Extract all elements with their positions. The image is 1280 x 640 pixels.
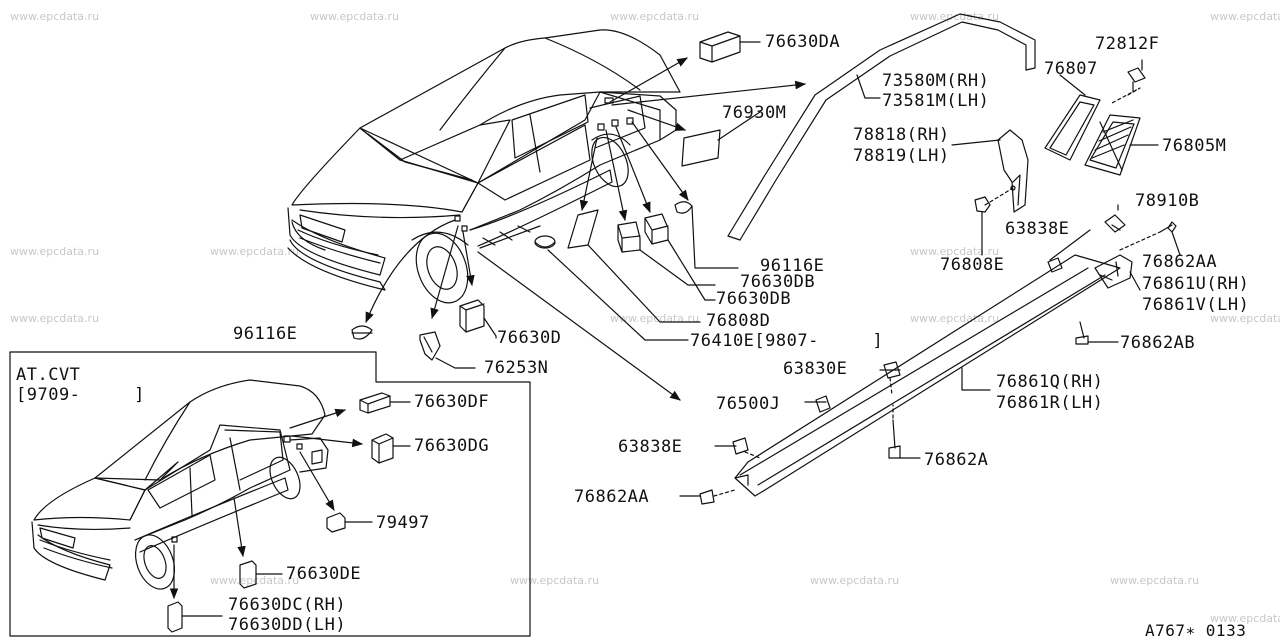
label-76861Q: 76861Q(RH)	[996, 372, 1104, 392]
label-76630D: 76630D	[497, 328, 562, 348]
roof-molding-73580M	[727, 13, 1036, 241]
watermark: www.epcdata.ru	[10, 312, 100, 325]
leader-lines	[351, 41, 1181, 497]
label-76630DE: 76630DE	[286, 564, 362, 584]
label-72812F: 72812F	[1095, 34, 1160, 54]
screw-76862AB	[1075, 321, 1089, 345]
label-76630DA: 76630DA	[765, 32, 841, 52]
label-76630DB-2: 76630DB	[716, 289, 792, 309]
emblem-76630DA	[699, 31, 741, 63]
bracket-78818	[984, 129, 1029, 213]
sill-molding-76861Q	[734, 254, 1121, 497]
emblem-76630DB-2	[644, 213, 669, 245]
label-76861U: 76861U(RH)	[1142, 274, 1250, 294]
label-76630DB-1: 76630DB	[740, 272, 816, 292]
label-76410E: 76410E[9807- ]	[690, 331, 884, 351]
watermark: www.epcdata.ru	[910, 245, 1000, 258]
label-76808D	[567, 209, 599, 249]
label-78819: 78819(LH)	[853, 146, 950, 166]
label-76862A: 76862A	[924, 450, 989, 470]
label-73581M: 73581M(LH)	[882, 91, 990, 111]
label-76862AA-bot: 76862AA	[574, 487, 650, 507]
label-76930M	[681, 129, 721, 167]
label-63838E-top: 63838E	[1005, 219, 1070, 239]
label-76253N: 76253N	[484, 358, 549, 378]
watermark: www.epcdata.ru	[610, 10, 700, 23]
nut-76808E	[974, 196, 991, 249]
watermark: www.epcdata.ru	[210, 245, 300, 258]
label-96116E-left: 96116E	[233, 324, 298, 344]
inset-date-range: [9709- ]	[16, 385, 145, 405]
label-76861V: 76861V(LH)	[1142, 295, 1250, 315]
watermark: www.epcdata.ru	[810, 574, 900, 587]
sheet-id: A767∗ 0133	[1145, 621, 1247, 640]
label-76862AA-top: 76862AA	[1142, 252, 1218, 272]
watermark: www.epcdata.ru	[210, 574, 300, 587]
inset-parts	[167, 392, 394, 633]
screw-76862AA-bot	[699, 489, 736, 505]
label-76808E: 76808E	[940, 255, 1005, 275]
label-78818: 78818(RH)	[853, 125, 950, 145]
watermark: www.epcdata.ru	[1210, 10, 1280, 23]
label-76630DF: 76630DF	[414, 392, 490, 412]
grommet-96116E-right	[674, 201, 693, 214]
screw-76862A	[888, 404, 901, 459]
watermark: www.epcdata.ru	[510, 574, 600, 587]
label-76805M: 76805M	[1162, 136, 1227, 156]
watermark: www.epcdata.ru	[310, 10, 400, 23]
label-73580M: 73580M(RH)	[882, 71, 990, 91]
label-76500J: 76500J	[716, 394, 781, 414]
emblem-76630D	[459, 299, 485, 333]
vent-76805M	[1084, 114, 1141, 176]
inset-car	[31, 379, 329, 590]
label-76807: 76807	[1044, 59, 1098, 79]
label-76630DC: 76630DC(RH)	[228, 595, 347, 615]
watermark: www.epcdata.ru	[1110, 574, 1200, 587]
label-78910B: 78910B	[1135, 191, 1200, 211]
label-96116E-right: 96116E	[760, 256, 825, 276]
grommet-96116E-left	[351, 325, 373, 340]
emblem-76630DB-1	[617, 221, 641, 253]
clip-63838E-bot	[732, 437, 761, 459]
watermark: www.epcdata.ru	[1210, 612, 1280, 625]
watermark: www.epcdata.ru	[10, 10, 100, 23]
inset-title: AT.CVT	[16, 365, 81, 385]
clip-63830E	[883, 361, 901, 396]
label-63830E: 63830E	[783, 359, 848, 379]
label-76861R: 76861R(LH)	[996, 393, 1104, 413]
watermark: www.epcdata.ru	[910, 312, 1000, 325]
vent-76807	[1044, 94, 1101, 161]
grommet-76410E	[534, 235, 556, 249]
label-76808D: 76808D	[706, 311, 771, 331]
callout-arrows	[365, 57, 807, 401]
clip-76500J	[815, 395, 831, 413]
label-76862AB: 76862AB	[1120, 333, 1196, 353]
screw-76862AA-top	[1119, 221, 1177, 251]
clip-72812F	[1111, 67, 1146, 104]
label-76930M: 76930M	[722, 103, 787, 123]
label-79497: 79497	[376, 513, 430, 533]
clip-78910B	[1104, 214, 1126, 233]
main-car	[287, 29, 681, 304]
watermark: www.epcdata.ru	[1210, 312, 1280, 325]
label-76630DG: 76630DG	[414, 436, 490, 456]
inset-box	[9, 351, 531, 637]
label-63838E-bot: 63838E	[618, 437, 683, 457]
inset-arrows	[169, 401, 411, 617]
watermark: www.epcdata.ru	[10, 245, 100, 258]
clip-63838E-top	[1047, 257, 1063, 273]
label-76630DD: 76630DD(LH)	[228, 615, 347, 635]
sill-end-76861U	[1094, 254, 1133, 289]
badge-76253N	[419, 331, 441, 361]
